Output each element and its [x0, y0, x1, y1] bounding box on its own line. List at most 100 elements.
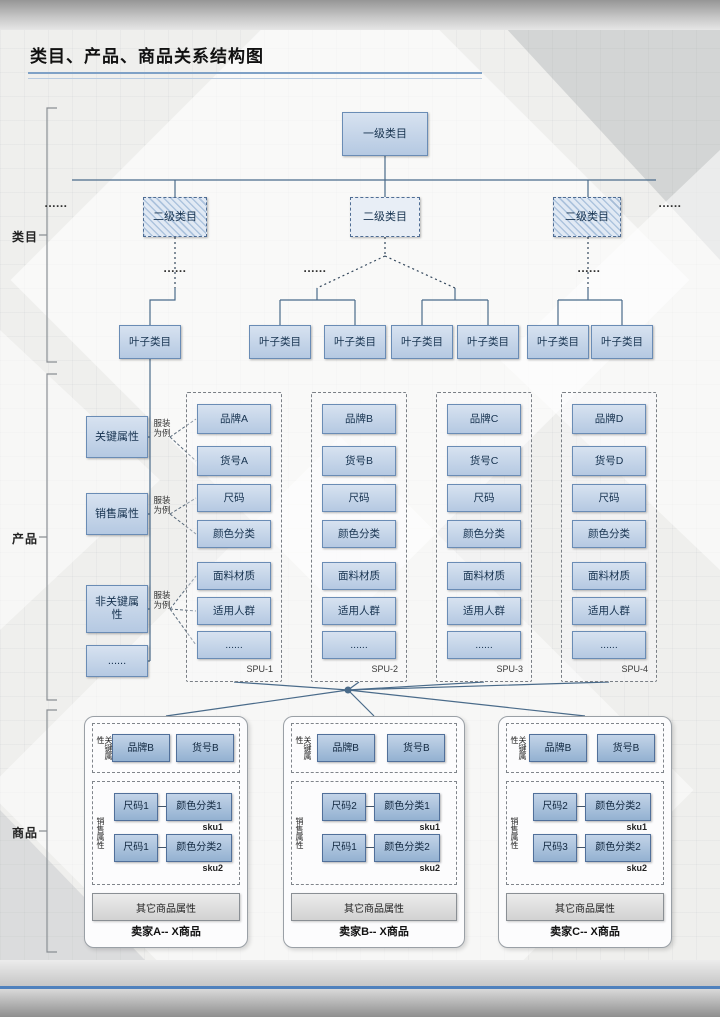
node-leaf-category-5: 叶子类目	[457, 325, 519, 359]
spu-item: 货号D	[572, 446, 646, 476]
sku-tag: sku1	[202, 821, 223, 832]
spu-item: 面料材质	[572, 562, 646, 590]
key-attr-vertical-label: 关键属性	[96, 736, 113, 760]
sku-tag: sku1	[626, 821, 647, 832]
sku-row: 尺码1 颜色分类2	[111, 833, 235, 862]
title-underline	[28, 72, 482, 79]
spu-item: 品牌B	[322, 404, 396, 434]
ellipsis-below-level2-1: ......	[163, 261, 187, 275]
color-box: 颜色分类1	[166, 792, 232, 821]
spu-item: 尺码	[447, 484, 521, 512]
ellipsis-below-level2-3: ......	[577, 261, 601, 275]
spu-name: SPU-3	[496, 664, 523, 674]
spu-name: SPU-4	[621, 664, 648, 674]
spu-item: ......	[447, 631, 521, 659]
size-box: 尺码1	[114, 833, 158, 862]
spu-item: 面料材质	[447, 562, 521, 590]
spu-item: 尺码	[572, 484, 646, 512]
color-box: 颜色分类2	[374, 833, 440, 862]
node-leaf-category-7: 叶子类目	[591, 325, 653, 359]
color-box: 颜色分类2	[166, 833, 232, 862]
ellipsis-right: ......	[658, 196, 682, 210]
section-label-category: 类目	[12, 230, 39, 244]
spu-item: 适用人群	[447, 597, 521, 625]
seller-card-b: 关键属性 品牌B 货号B 销售属性 尺码2 颜色分类1 sku1 尺码1 颜色分…	[283, 716, 465, 948]
size-box: 尺码1	[322, 833, 366, 862]
sku-row: 尺码3 颜色分类2	[525, 833, 659, 862]
seller-name: 卖家C-- X商品	[550, 926, 620, 938]
other-attrs-box: 其它商品属性	[506, 893, 664, 921]
sales-attr-group: 销售属性 尺码1 颜色分类1 sku1 尺码1 颜色分类2 sku2	[92, 781, 240, 885]
spu-item: 颜色分类	[322, 520, 396, 548]
sku-tag: sku2	[202, 862, 223, 873]
spu-item: 颜色分类	[572, 520, 646, 548]
spu-name: SPU-1	[246, 664, 273, 674]
spu-item: 适用人群	[322, 597, 396, 625]
key-attr-group: 关键属性 品牌B 货号B	[291, 723, 457, 773]
color-box: 颜色分类2	[585, 833, 651, 862]
sales-attr-vertical-label: 销售属性	[295, 817, 304, 849]
size-box: 尺码1	[114, 792, 158, 821]
sku-tag: sku2	[626, 862, 647, 873]
size-box: 尺码3	[533, 833, 577, 862]
sku-connector-line	[577, 806, 585, 807]
node-level1-category: 一级类目	[342, 112, 428, 156]
spu-item: 品牌C	[447, 404, 521, 434]
node-level2-category-2: 二级类目	[350, 197, 420, 237]
node-level2-category-1: 二级类目	[143, 197, 207, 237]
spu-item: ......	[572, 631, 646, 659]
other-attrs-box: 其它商品属性	[291, 893, 457, 921]
brand-box: 品牌B	[316, 734, 375, 762]
spu-item: 尺码	[322, 484, 396, 512]
key-attr-group: 关键属性 品牌B 货号B	[506, 723, 664, 773]
node-level2-category-3: 二级类目	[553, 197, 621, 237]
spu-item: 颜色分类	[197, 520, 271, 548]
sku-row: 尺码2 颜色分类1	[310, 792, 452, 821]
item-no-box: 货号B	[176, 734, 235, 762]
node-leaf-category-3: 叶子类目	[324, 325, 386, 359]
spu-name: SPU-2	[371, 664, 398, 674]
sku-row: 尺码2 颜色分类2	[525, 792, 659, 821]
spu-item: 颜色分类	[447, 520, 521, 548]
note-clothing-example-3: 服装为例	[153, 590, 171, 611]
note-clothing-example-1: 服装为例	[153, 418, 171, 439]
seller-name: 卖家A-- X商品	[131, 926, 201, 938]
color-box: 颜色分类2	[585, 792, 651, 821]
bottom-blue-line	[0, 986, 720, 989]
spu-item: ......	[322, 631, 396, 659]
key-attr-vertical-label: 关键属性	[510, 736, 527, 760]
sku-row: 尺码1 颜色分类2	[310, 833, 452, 862]
sku-connector-line	[158, 806, 166, 807]
spu-item: 品牌D	[572, 404, 646, 434]
seller-name: 卖家B-- X商品	[339, 926, 409, 938]
sku-tag: sku1	[419, 821, 440, 832]
size-box: 尺码2	[322, 792, 366, 821]
page-title: 类目、产品、商品关系结构图	[30, 47, 264, 66]
ellipsis-left: ......	[44, 196, 68, 210]
bottom-bar	[0, 989, 720, 1017]
sales-attr-vertical-label: 销售属性	[96, 817, 105, 849]
key-attr-group: 关键属性 品牌B 货号B	[92, 723, 240, 773]
attr-box-ellipsis: ......	[86, 645, 148, 677]
node-leaf-category-6: 叶子类目	[527, 325, 589, 359]
ellipsis-below-level2-2: ......	[303, 261, 327, 275]
size-box: 尺码2	[533, 792, 577, 821]
section-label-product: 产品	[12, 532, 39, 546]
bottom-band	[0, 960, 720, 986]
sku-connector-line	[158, 847, 166, 848]
sku-row: 尺码1 颜色分类1	[111, 792, 235, 821]
spu-item: 适用人群	[197, 597, 271, 625]
attr-box-nonkey: 非关键属性	[86, 585, 148, 633]
sku-connector-line	[366, 847, 374, 848]
section-label-commodity: 商品	[12, 826, 39, 840]
brand-box: 品牌B	[111, 734, 170, 762]
spu-item: ......	[197, 631, 271, 659]
spu-item: 品牌A	[197, 404, 271, 434]
top-bar	[0, 0, 720, 30]
other-attrs-box: 其它商品属性	[92, 893, 240, 921]
brand-box: 品牌B	[529, 734, 587, 762]
attr-box-key: 关键属性	[86, 416, 148, 458]
spu-item: 货号B	[322, 446, 396, 476]
note-clothing-example-2: 服装为例	[153, 495, 171, 516]
